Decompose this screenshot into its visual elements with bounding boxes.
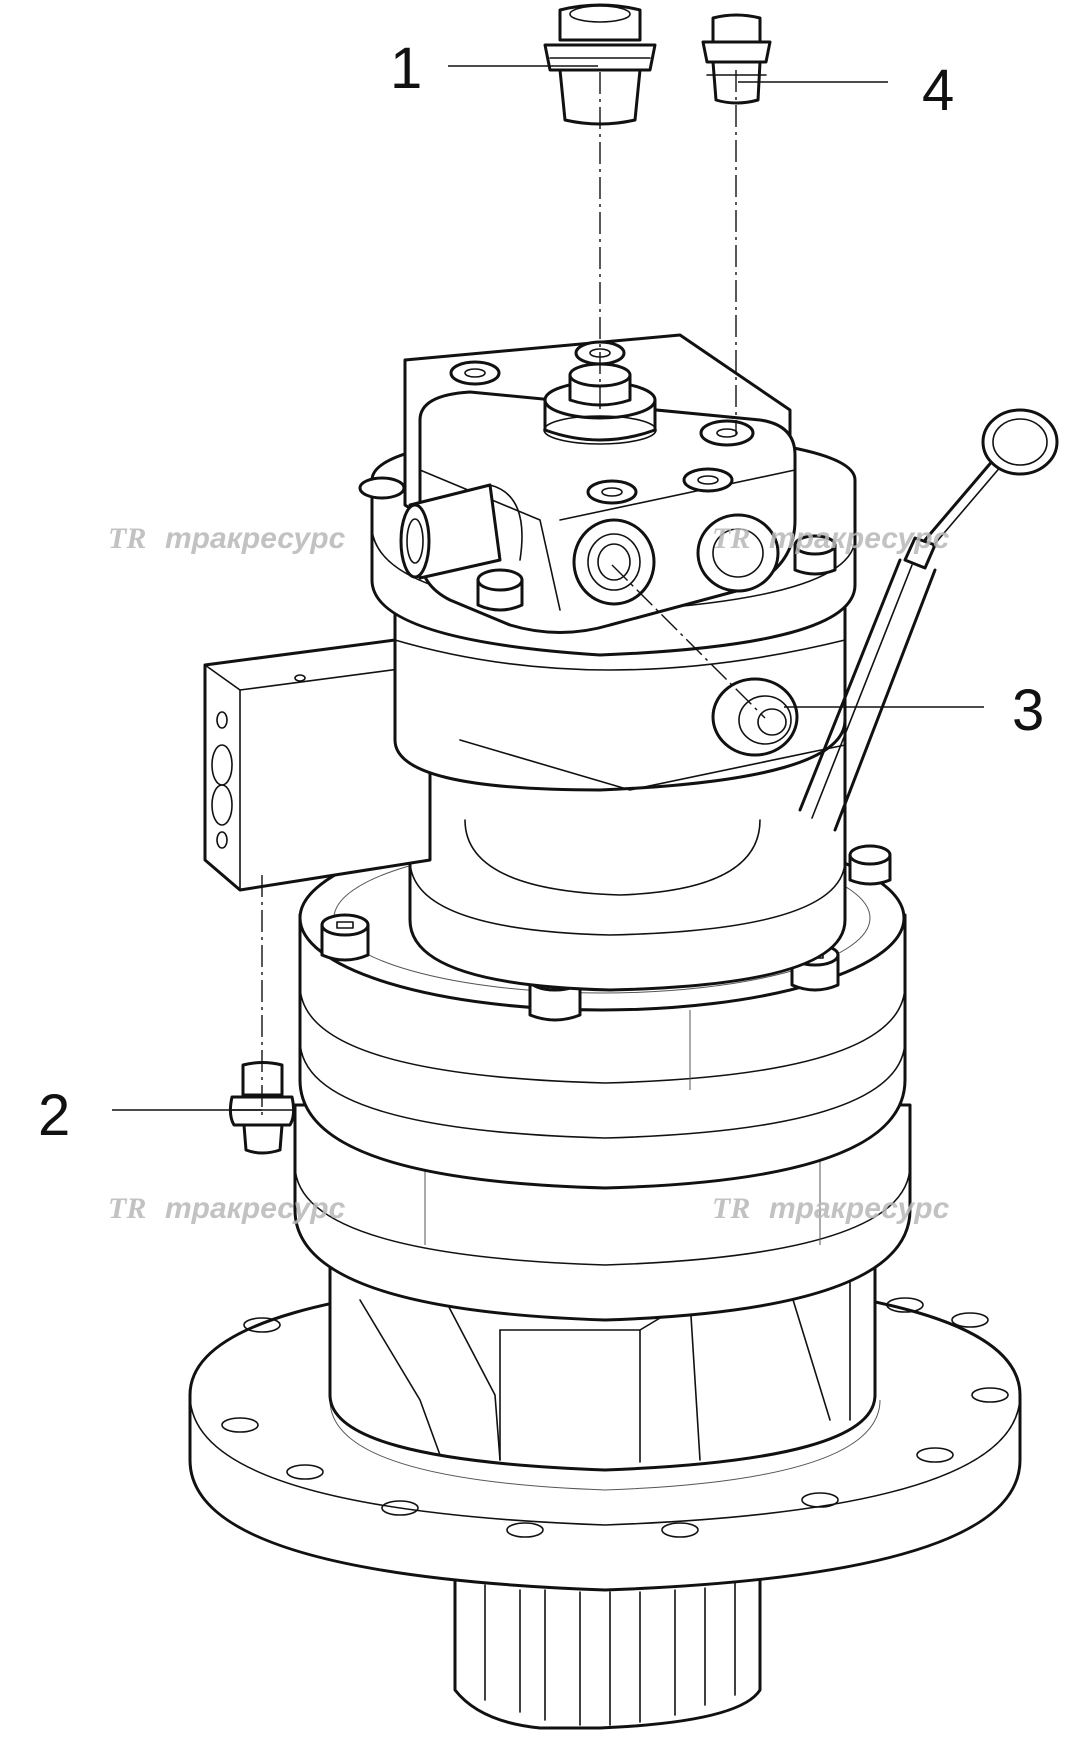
callout-1: 1 [390, 36, 422, 101]
watermark-logo: TR [712, 522, 750, 555]
watermark-bottom-right: TR тракресурс [712, 1192, 950, 1225]
callout-4: 4 [922, 58, 954, 123]
callout-2: 2 [38, 1083, 70, 1148]
watermark-text: тракресурс [165, 522, 346, 555]
part-2-fitting [228, 1061, 296, 1155]
callout-3: 3 [1012, 678, 1044, 743]
watermark-logo: TR [108, 522, 146, 555]
part-1-fitting [543, 3, 657, 126]
leader-lines [112, 65, 984, 1111]
watermark-logo: TR [712, 1192, 750, 1225]
watermark-text: тракресурс [769, 1192, 950, 1225]
watermark-bottom-left: TR тракресурс [108, 1192, 346, 1225]
dipstick [798, 408, 1059, 832]
motor-head [358, 333, 857, 792]
watermark-logo: TR [108, 1192, 146, 1225]
head-bolts [358, 340, 837, 612]
assembly-center-lines [261, 70, 766, 1120]
watermark-text: тракресурс [769, 522, 950, 555]
watermark-top-right: TR тракресурс [712, 522, 950, 555]
watermark-top-left: TR тракресурс [108, 522, 346, 555]
flange-bolt-holes [221, 1297, 1009, 1538]
watermark-text: тракресурс [165, 1192, 346, 1225]
pinion-gear [453, 1573, 762, 1730]
